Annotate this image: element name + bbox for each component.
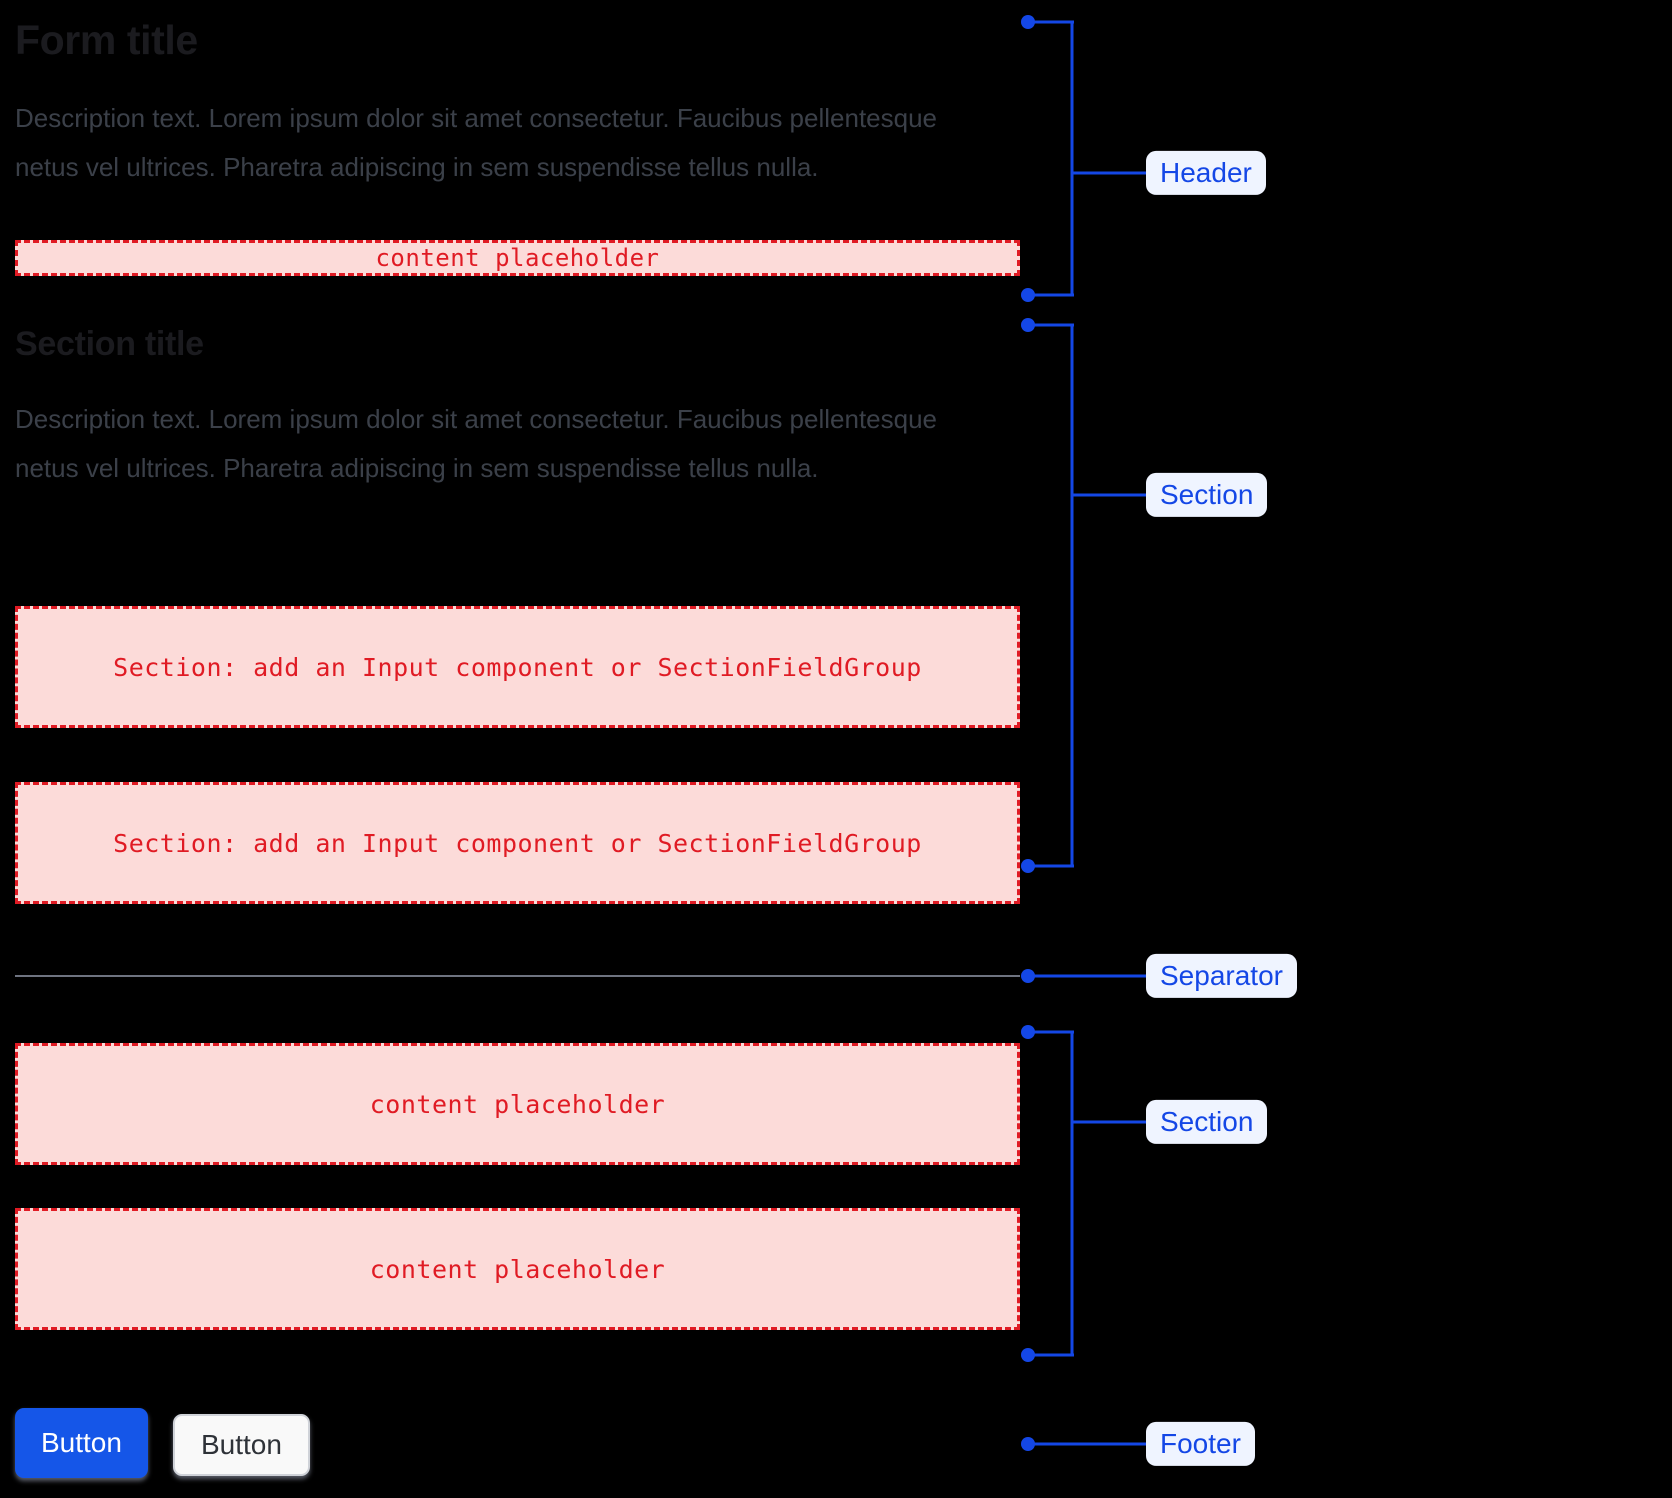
header-content-placeholder[interactable]: content placeholder <box>15 240 1020 276</box>
section-bracket-spine <box>1070 325 1074 866</box>
section-label-leader <box>1072 493 1146 497</box>
annotation-label-section[interactable]: Section <box>1146 472 1268 518</box>
primary-button[interactable]: Button <box>15 1408 148 1478</box>
section-two-bracket-bottom-arm <box>1028 1353 1074 1357</box>
section-two-content-placeholder-1[interactable]: content placeholder <box>15 1043 1020 1165</box>
header-bracket-top-arm <box>1028 20 1074 24</box>
annotation-label-footer[interactable]: Footer <box>1146 1421 1255 1467</box>
separator-label-leader <box>1028 974 1146 978</box>
section-two-bracket-top-arm <box>1028 1030 1074 1034</box>
form-description: Description text. Lorem ipsum dolor sit … <box>15 103 938 182</box>
annotation-label-separator[interactable]: Separator <box>1146 953 1297 999</box>
form-title: Form title <box>15 17 198 63</box>
footer-button-bar: Button Button <box>15 1408 310 1478</box>
section-title: Section title <box>15 325 204 363</box>
header-label-leader <box>1072 171 1146 175</box>
separator-rule <box>15 975 1020 977</box>
header-bracket-spine <box>1070 22 1074 295</box>
section-bracket-bottom-arm <box>1028 864 1074 868</box>
footer-label-leader <box>1028 1442 1146 1446</box>
section-two-content-placeholder-2[interactable]: content placeholder <box>15 1208 1020 1330</box>
secondary-button[interactable]: Button <box>172 1414 310 1476</box>
section-two-bracket-spine <box>1070 1032 1074 1355</box>
section-bracket-top-arm <box>1028 323 1074 327</box>
annotation-label-header[interactable]: Header <box>1146 150 1266 196</box>
section-description: Description text. Lorem ipsum dolor sit … <box>15 404 938 483</box>
annotation-label-section-two[interactable]: Section <box>1146 1099 1268 1145</box>
section-two-label-leader <box>1072 1120 1146 1124</box>
section-field-placeholder-1[interactable]: Section: add an Input component or Secti… <box>15 606 1020 728</box>
header-bracket-bottom-arm <box>1028 293 1074 297</box>
section-field-placeholder-2[interactable]: Section: add an Input component or Secti… <box>15 782 1020 904</box>
